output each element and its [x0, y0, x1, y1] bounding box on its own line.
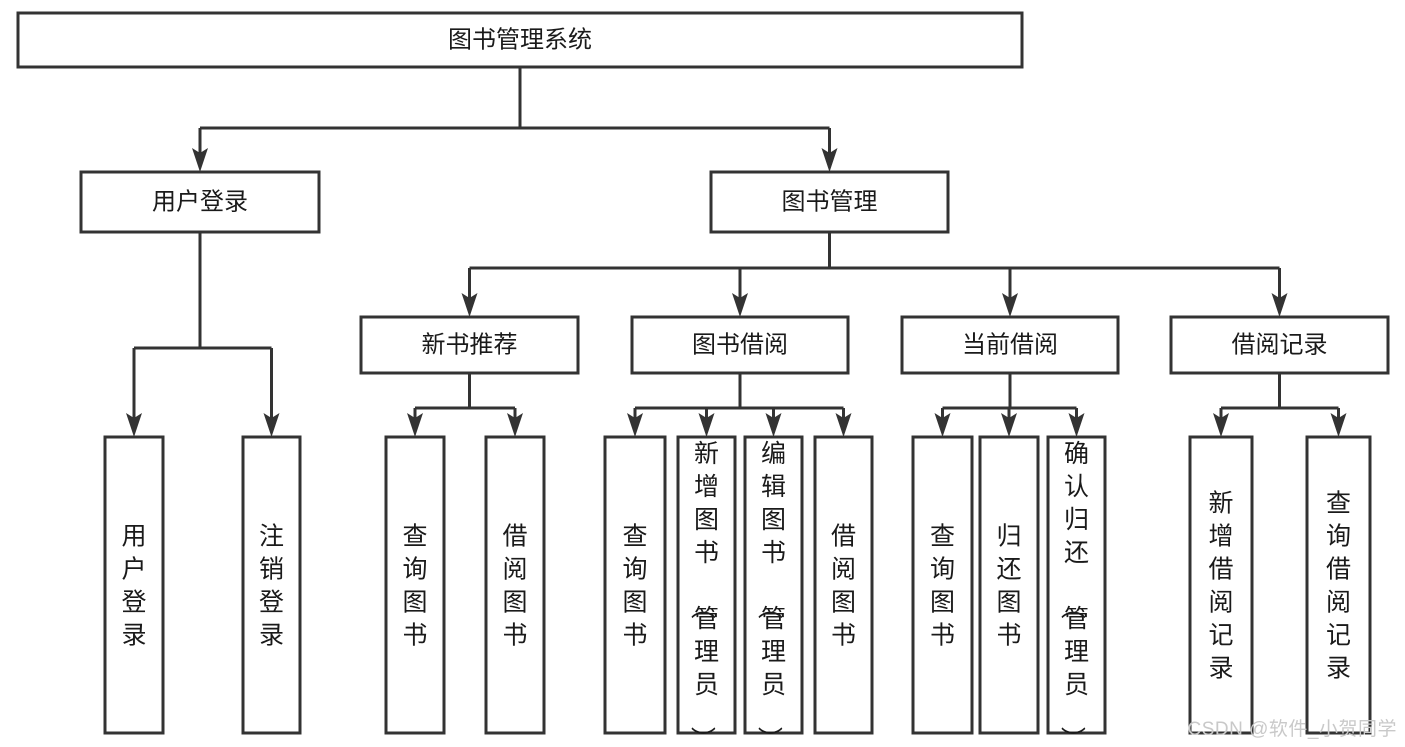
- node-leaf-4-查询图书[interactable]: 查询图书: [603, 435, 667, 735]
- root-branch-1-head: [821, 148, 838, 172]
- node-leaf-9-归还图书-rect: [978, 435, 1040, 735]
- node-leaf-0-用户登录-label: 用户登录: [121, 523, 146, 650]
- l3-3-branch-0-head: [1213, 413, 1229, 437]
- node-l3-当前借阅[interactable]: 当前借阅: [900, 315, 1120, 375]
- l2-books-branch-3-head: [1271, 293, 1288, 317]
- node-l3-图书借阅-rect: [630, 315, 850, 375]
- node-l3-图书借阅[interactable]: 图书借阅: [630, 315, 850, 375]
- node-l2-图书管理[interactable]: 图书管理: [709, 170, 950, 234]
- l3-0-branch-0-head: [407, 413, 423, 437]
- node-leaf-6-编辑图书管理员[interactable]: 编辑图书（管理员）: [743, 435, 804, 747]
- node-leaf-4-查询图书-rect: [603, 435, 667, 735]
- node-leaf-5-新增图书管理员[interactable]: 新增图书（管理员）: [676, 435, 737, 747]
- l3-2-branch-1-head: [1001, 413, 1017, 437]
- l3-0-branch-1-head: [507, 413, 523, 437]
- l3-1-branch-3-head: [835, 413, 852, 437]
- l2-user-branch-0-head: [126, 413, 142, 437]
- node-leaf-10-确认归还管理员-rect: [1046, 435, 1107, 735]
- node-root-图书管理系统-label: 图书管理系统: [448, 26, 592, 53]
- node-leaf-1-注销登录[interactable]: 注销登录: [241, 435, 302, 735]
- node-l3-新书推荐-rect: [359, 315, 580, 375]
- l3-1-branch-1-head: [698, 413, 715, 437]
- node-leaf-7-借阅图书[interactable]: 借阅图书: [813, 435, 874, 735]
- node-boxes: 图书管理系统用户登录图书管理新书推荐图书借阅当前借阅借阅记录用户登录注销登录查询…: [16, 11, 1390, 747]
- node-leaf-2-查询图书-rect: [384, 435, 446, 735]
- l2-books-branch-2-head: [1002, 293, 1018, 317]
- node-leaf-1-注销登录-rect: [241, 435, 302, 735]
- node-root-图书管理系统[interactable]: 图书管理系统: [16, 11, 1024, 69]
- node-leaf-2-查询图书-label: 查询图书: [402, 523, 427, 650]
- node-leaf-8-查询图书-rect: [911, 435, 974, 735]
- node-leaf-12-查询借阅记录-label: 查询借阅记录: [1326, 490, 1351, 683]
- l3-2-branch-2-head: [1068, 413, 1085, 437]
- node-l2-用户登录-rect: [79, 170, 321, 234]
- node-leaf-8-查询图书-label: 查询图书: [930, 523, 955, 650]
- node-leaf-4-查询图书-label: 查询图书: [622, 523, 647, 650]
- node-l2-用户登录-label: 用户登录: [152, 188, 248, 215]
- l3-1-branch-2-head: [765, 413, 782, 437]
- node-l3-当前借阅-label: 当前借阅: [962, 331, 1058, 358]
- node-leaf-5-新增图书管理员-label: 新增图书（管理员）: [688, 440, 719, 747]
- node-leaf-7-借阅图书-rect: [813, 435, 874, 735]
- node-leaf-3-借阅图书-label: 借阅图书: [502, 523, 527, 650]
- node-leaf-11-新增借阅记录[interactable]: 新增借阅记录: [1188, 435, 1254, 735]
- l3-3-branch-1-head: [1330, 413, 1347, 437]
- node-leaf-0-用户登录[interactable]: 用户登录: [103, 435, 165, 735]
- l2-books-branch-0-head: [461, 293, 478, 317]
- node-leaf-12-查询借阅记录-rect: [1305, 435, 1372, 735]
- node-l2-图书管理-rect: [709, 170, 950, 234]
- node-l3-新书推荐-label: 新书推荐: [422, 331, 518, 358]
- l3-2-branch-0-head: [934, 413, 951, 437]
- root-branch-0-head: [192, 148, 208, 172]
- node-leaf-8-查询图书[interactable]: 查询图书: [911, 435, 974, 735]
- node-leaf-7-借阅图书-label: 借阅图书: [831, 523, 856, 650]
- node-l2-图书管理-label: 图书管理: [782, 188, 878, 215]
- node-l3-借阅记录-rect: [1169, 315, 1390, 375]
- node-leaf-2-查询图书[interactable]: 查询图书: [384, 435, 446, 735]
- node-leaf-0-用户登录-rect: [103, 435, 165, 735]
- node-leaf-6-编辑图书管理员-rect: [743, 435, 804, 735]
- node-leaf-10-确认归还管理员[interactable]: 确认归还（管理员）: [1046, 435, 1107, 747]
- node-l3-新书推荐[interactable]: 新书推荐: [359, 315, 580, 375]
- node-l3-当前借阅-rect: [900, 315, 1120, 375]
- node-leaf-3-借阅图书-rect: [484, 435, 546, 735]
- node-leaf-6-编辑图书管理员-label: 编辑图书（管理员）: [755, 440, 786, 747]
- node-leaf-12-查询借阅记录[interactable]: 查询借阅记录: [1305, 435, 1372, 735]
- l3-1-branch-0-head: [627, 413, 643, 437]
- node-l2-用户登录[interactable]: 用户登录: [79, 170, 321, 234]
- node-leaf-5-新增图书管理员-rect: [676, 435, 737, 735]
- node-l3-借阅记录-label: 借阅记录: [1232, 331, 1328, 358]
- node-leaf-9-归还图书-label: 归还图书: [996, 523, 1021, 650]
- l2-user-branch-1-head: [263, 413, 280, 437]
- node-leaf-11-新增借阅记录-label: 新增借阅记录: [1208, 490, 1233, 683]
- node-root-图书管理系统-rect: [16, 11, 1024, 69]
- node-l3-借阅记录[interactable]: 借阅记录: [1169, 315, 1390, 375]
- node-leaf-1-注销登录-label: 注销登录: [259, 523, 284, 650]
- node-leaf-10-确认归还管理员-label: 确认归还（管理员）: [1058, 440, 1089, 747]
- node-leaf-11-新增借阅记录-rect: [1188, 435, 1254, 735]
- node-l3-图书借阅-label: 图书借阅: [692, 331, 788, 358]
- node-leaf-3-借阅图书[interactable]: 借阅图书: [484, 435, 546, 735]
- node-leaf-9-归还图书[interactable]: 归还图书: [978, 435, 1040, 735]
- l2-books-branch-1-head: [732, 293, 748, 317]
- connector-lines: [126, 67, 1347, 437]
